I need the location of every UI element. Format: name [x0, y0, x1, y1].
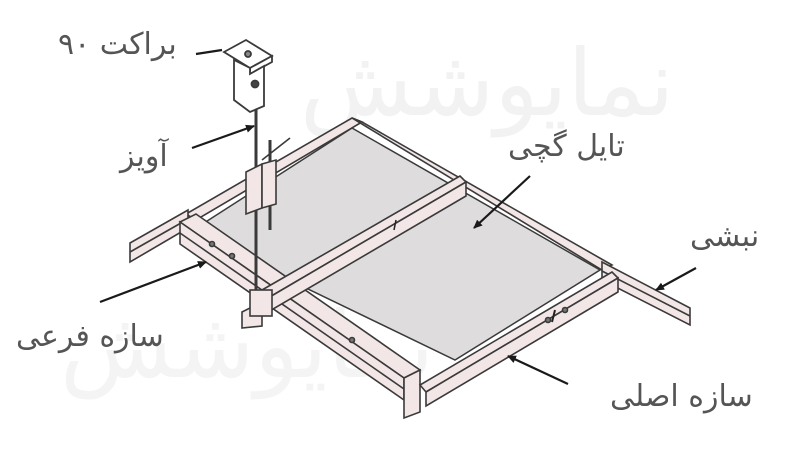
- label-gypsum-tile: تایل گچی: [508, 129, 625, 164]
- gypsum-tile-panels: [188, 127, 602, 361]
- leader-arrows: [99, 48, 697, 385]
- wall-angle-frame: [129, 117, 691, 327]
- wall-angle-arrow: [655, 267, 697, 291]
- main-tee: [178, 213, 422, 420]
- label-main-tee: سازه اصلی: [610, 379, 753, 414]
- bracket-leader: [195, 48, 223, 56]
- tile-arrow: [473, 175, 531, 229]
- label-bracket-90: براکت ۹۰: [58, 27, 177, 62]
- label-cross-tee: سازه فرعی: [16, 319, 164, 354]
- hanger-arrow: [191, 124, 255, 150]
- main-tee-arrow: [507, 355, 569, 385]
- cross-tee: [260, 175, 620, 408]
- hanger-assembly: [241, 86, 291, 329]
- label-wall-angle: نبشی: [690, 219, 760, 254]
- watermark-top: نمایوشش: [300, 30, 675, 137]
- cross-tee-arrow: [99, 260, 207, 304]
- bracket-90-drawing: [222, 38, 274, 114]
- label-hanger: آویز: [120, 139, 168, 174]
